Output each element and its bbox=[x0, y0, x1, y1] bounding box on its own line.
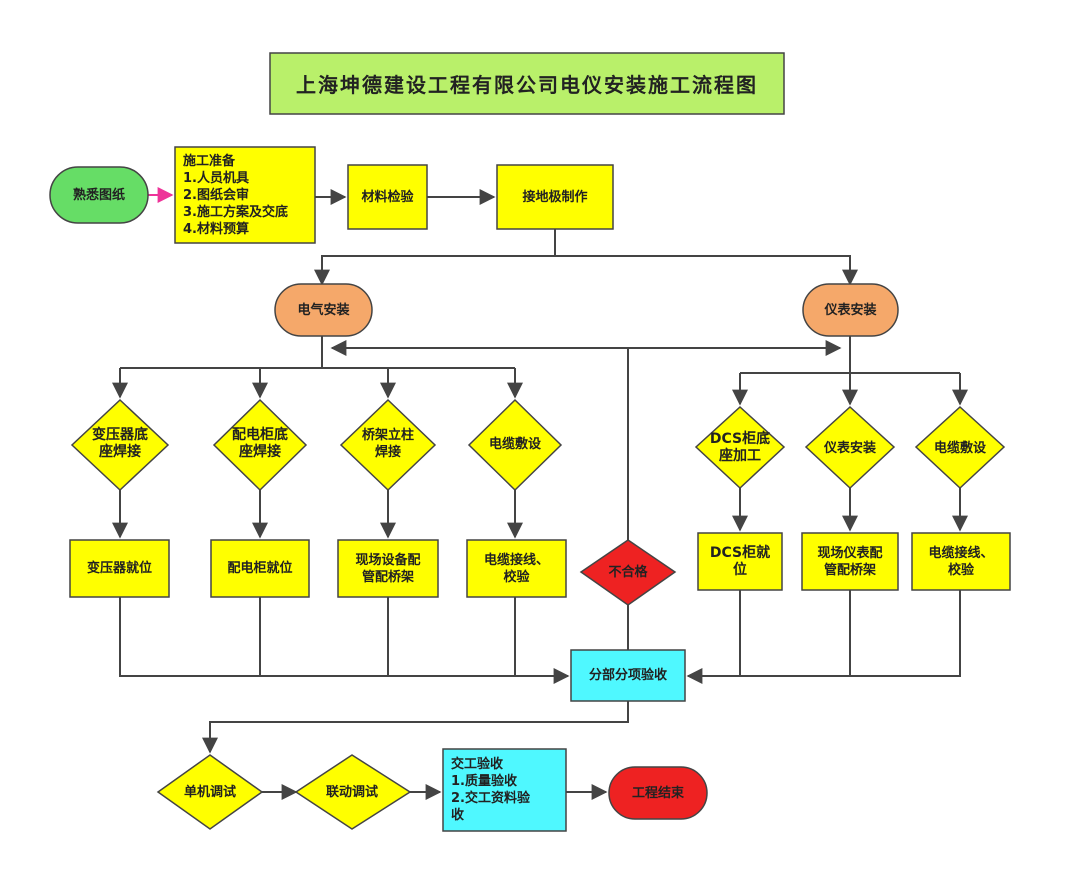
construction-prep-node bbox=[174, 146, 316, 244]
unqualified-node bbox=[579, 539, 677, 606]
cable-wiring-calib-elec-node bbox=[466, 539, 567, 598]
instrument-install-d-node bbox=[804, 405, 896, 490]
switchgear-position-node bbox=[210, 539, 310, 598]
cable-laying-inst-node bbox=[914, 405, 1006, 490]
joint-debug-node bbox=[294, 754, 412, 830]
field-piping-tray-node bbox=[337, 539, 439, 598]
cable-laying-elec-node bbox=[467, 398, 563, 492]
sub-item-acceptance-node bbox=[570, 649, 686, 702]
dcs-position-node bbox=[697, 532, 783, 591]
grounding-fabrication-node bbox=[496, 164, 614, 230]
page-title: 上海坤德建设工程有限公司电仪安装施工流程图 bbox=[296, 73, 758, 97]
connector-left-collect bbox=[119, 597, 570, 684]
connector-right-collect bbox=[686, 590, 961, 684]
cable-wiring-calib-inst-node bbox=[911, 532, 1011, 591]
instrument-install-node bbox=[802, 283, 899, 337]
connector-grounding-to-instrument bbox=[555, 255, 858, 286]
transformer-position-node bbox=[69, 539, 170, 598]
dcs-base-process-node bbox=[694, 405, 786, 490]
field-inst-piping-tray-node bbox=[801, 532, 899, 591]
single-debug-node bbox=[156, 754, 264, 830]
electrical-install-node bbox=[274, 283, 373, 337]
material-check-node bbox=[347, 164, 428, 230]
familiar-drawings-node bbox=[49, 166, 149, 224]
handover-node bbox=[442, 748, 567, 832]
title-box bbox=[269, 52, 785, 115]
transformer-base-weld-node bbox=[70, 398, 170, 492]
tray-post-weld-node bbox=[339, 398, 437, 492]
switchgear-base-weld-node bbox=[212, 398, 308, 492]
connector-grounding-split bbox=[314, 229, 556, 286]
project-end-node bbox=[608, 766, 708, 820]
connector-acceptance-to-single-debug bbox=[202, 701, 629, 754]
